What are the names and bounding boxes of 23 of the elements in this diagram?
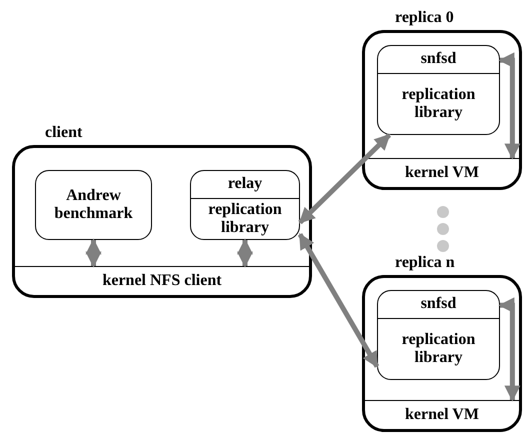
component-label: replication library <box>400 85 476 123</box>
machine-label: replica n <box>395 254 455 272</box>
process-box <box>190 170 300 240</box>
process-box <box>35 170 152 240</box>
layer-label: kernel VM <box>405 406 479 424</box>
process-box <box>377 45 500 135</box>
component-label: relay <box>191 171 299 199</box>
double-arrow <box>498 297 520 402</box>
double-arrow <box>498 52 520 160</box>
layer-label: kernel VM <box>405 164 479 182</box>
layer-label: kernel NFS client <box>102 272 222 290</box>
machine-label: replica 0 <box>395 9 454 27</box>
component-label: snfsd <box>378 291 499 319</box>
double-arrow <box>86 238 102 268</box>
double-arrow <box>298 133 392 224</box>
component-label: Andrew benchmark <box>53 186 134 224</box>
component-label: replication library <box>400 330 476 368</box>
double-arrow <box>237 238 253 268</box>
double-arrow <box>298 233 380 368</box>
process-box <box>377 290 500 380</box>
component-label: replication library <box>207 200 283 238</box>
machine-label: client <box>45 124 82 142</box>
component-label: snfsd <box>378 46 499 74</box>
